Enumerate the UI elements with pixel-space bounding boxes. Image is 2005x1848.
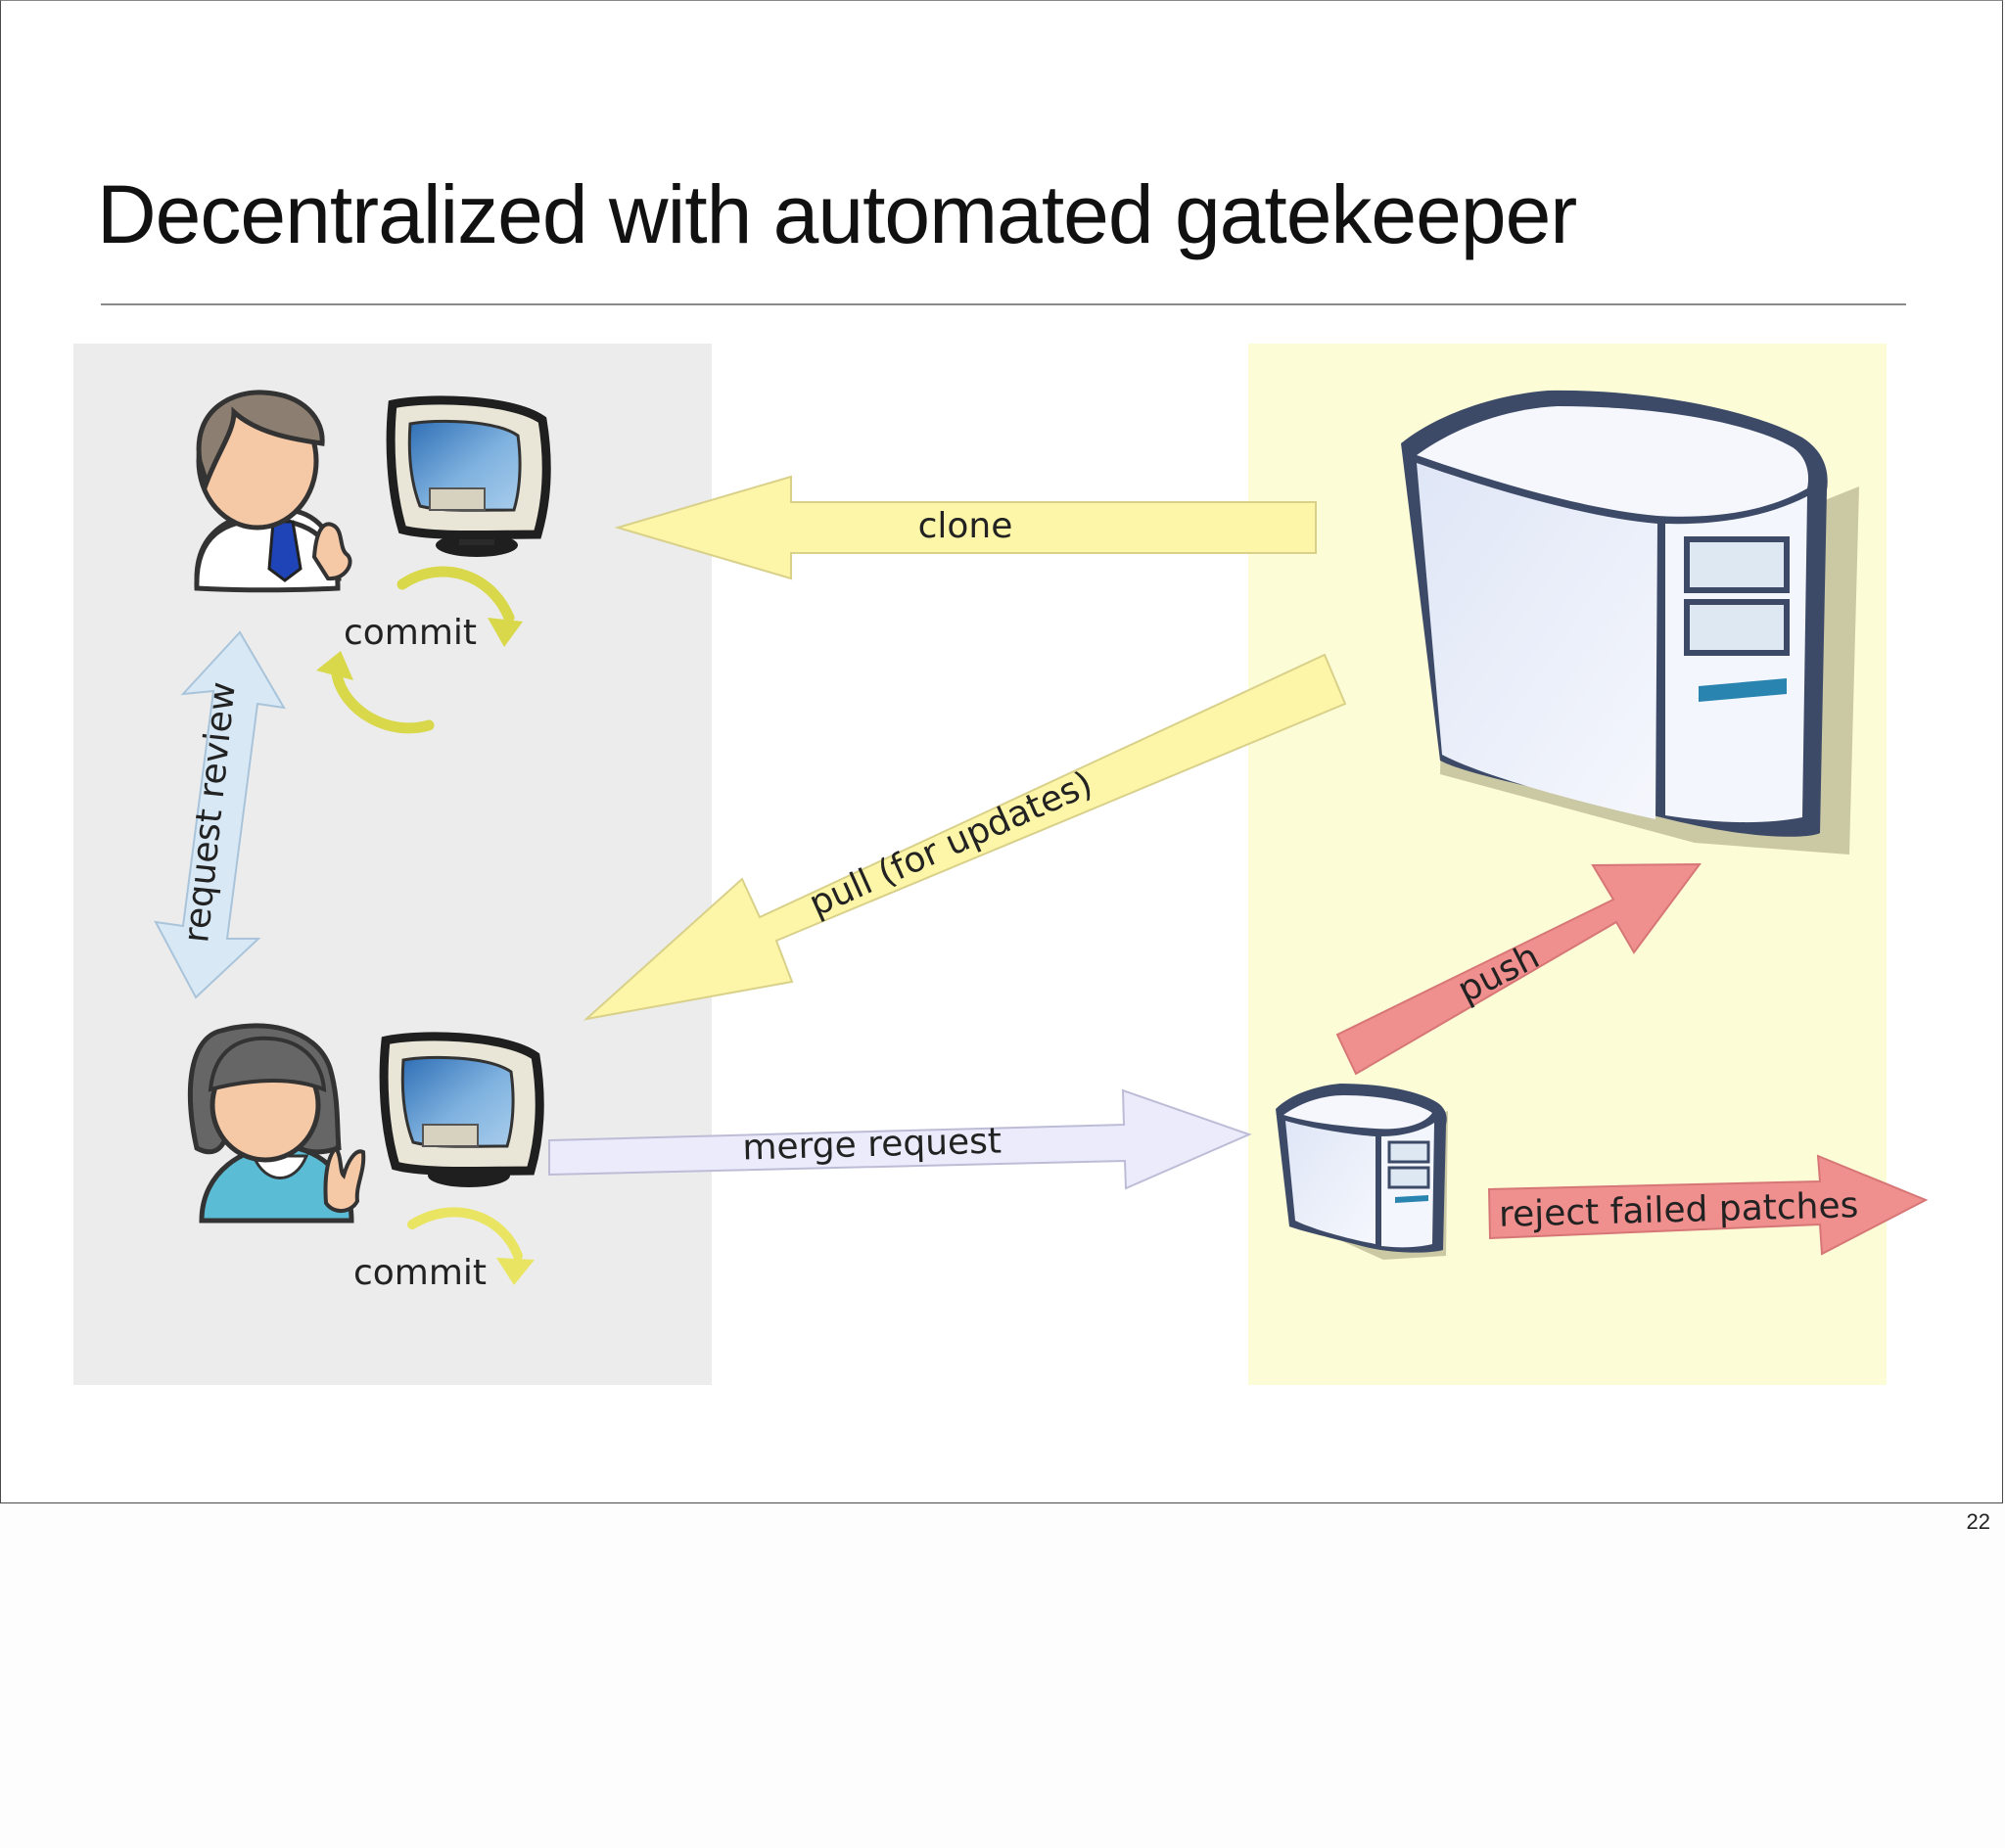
- slide-title: Decentralized with automated gatekeeper: [97, 168, 1577, 260]
- commit-loop-icon: [316, 566, 523, 734]
- computer-monitor-icon: [386, 395, 551, 557]
- clone-label: clone: [918, 506, 1013, 546]
- page-number: 22: [1966, 1509, 1990, 1534]
- gatekeeper-server-icon: [1276, 1084, 1448, 1260]
- developer-male-icon: [194, 390, 352, 593]
- computer-monitor-icon: [379, 1032, 544, 1187]
- commit-arrow-icon: [407, 1207, 535, 1285]
- slide: Decentralized with automated gatekeeper …: [0, 0, 2003, 1503]
- developer-female-icon: [187, 1023, 366, 1224]
- pull-label: pull (for updates): [804, 763, 1098, 924]
- title-divider: [101, 303, 1906, 305]
- commit-top-label: commit: [344, 613, 477, 653]
- workflow-diagram: clone pull (for updates) merge request p…: [73, 344, 1929, 1385]
- server-icon: [1401, 390, 1859, 855]
- reject-arrow: reject failed patches: [1487, 1154, 1929, 1256]
- clone-arrow: clone: [614, 475, 1317, 580]
- merge-request-arrow: merge request: [548, 1088, 1252, 1190]
- merge-request-label: merge request: [742, 1122, 1002, 1169]
- reject-label: reject failed patches: [1499, 1185, 1859, 1235]
- commit-bottom-label: commit: [353, 1253, 487, 1293]
- developer-panel: [73, 344, 712, 1385]
